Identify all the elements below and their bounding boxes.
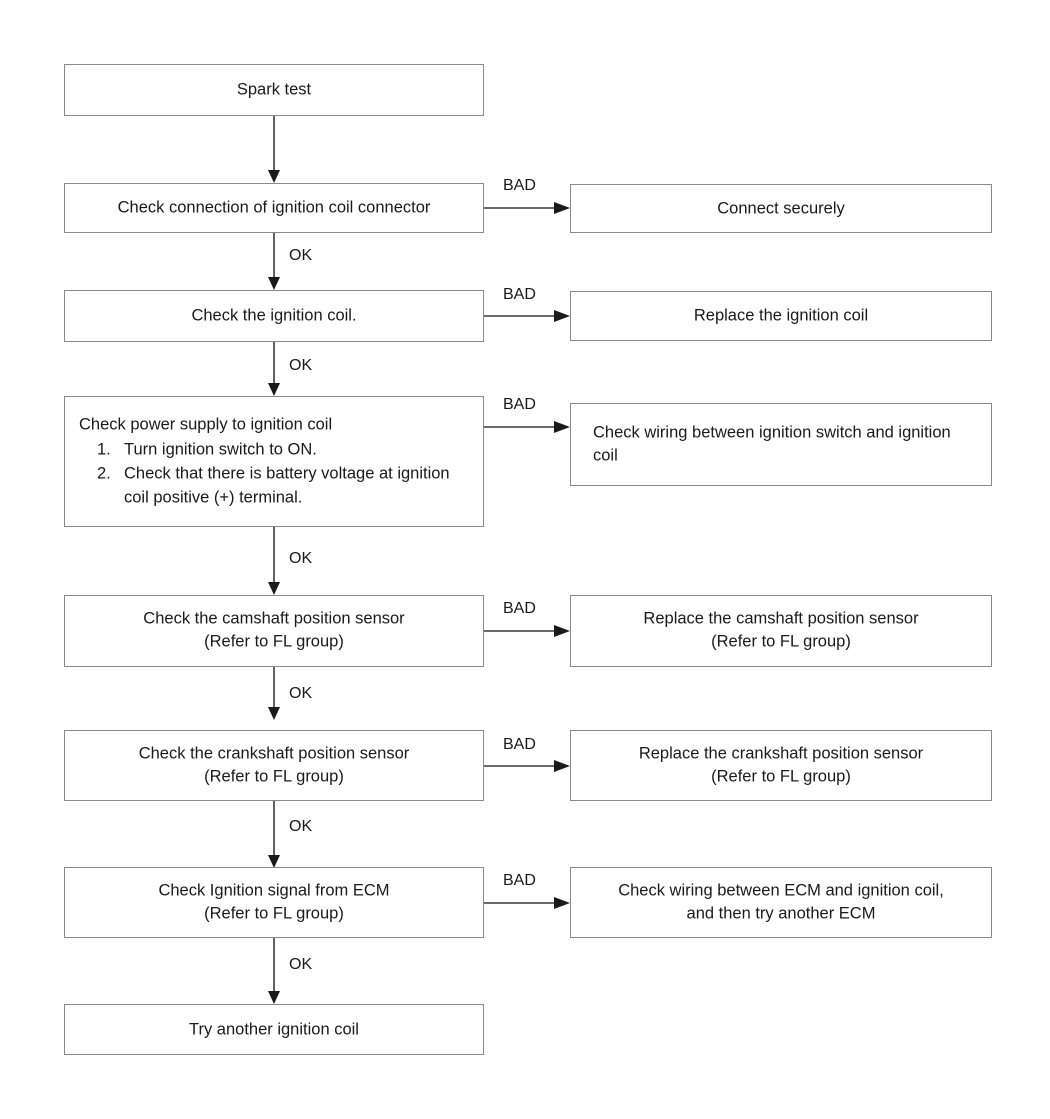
edge-label-ok-5: OK xyxy=(289,818,313,835)
node-check-connector[interactable]: Check connection of ignition coil connec… xyxy=(64,183,484,233)
node-check-wiring-ecm-label-line1: Check wiring between ECM and ignition co… xyxy=(618,881,944,900)
arrowhead-down-4 xyxy=(268,582,280,595)
edge-label-ok-1: OK xyxy=(289,247,313,264)
arrowhead-down-2 xyxy=(268,277,280,290)
node-check-crankshaft-sensor-label-line2: (Refer to FL group) xyxy=(204,767,344,786)
node-spark-test-label: Spark test xyxy=(236,80,312,99)
node-replace-camshaft-sensor-label-line1: Replace the camshaft position sensor xyxy=(643,609,919,628)
arrowhead-down-5 xyxy=(268,707,280,720)
node-replace-ignition-coil[interactable]: Replace the ignition coil xyxy=(570,291,992,341)
list-item-1-number: 1. xyxy=(97,440,111,459)
node-check-wiring-ecm-label-line2: and then try another ECM xyxy=(686,904,876,923)
node-connect-securely-label: Connect securely xyxy=(717,198,845,217)
node-check-power-supply-list: 1. Turn ignition switch to ON. 2. Check … xyxy=(79,439,469,510)
node-check-wiring-ecm[interactable]: Check wiring between ECM and ignition co… xyxy=(570,867,992,938)
list-item-1: 1. Turn ignition switch to ON. xyxy=(97,439,469,462)
node-replace-camshaft-sensor-label-line2: (Refer to FL group) xyxy=(711,633,851,651)
node-check-ignition-signal[interactable]: Check Ignition signal from ECM (Refer to… xyxy=(64,867,484,938)
edge-label-bad-3: BAD xyxy=(503,396,536,413)
node-check-coil-label: Check the ignition coil. xyxy=(191,306,357,325)
arrowhead-right-3 xyxy=(554,421,570,433)
list-item-2: 2. Check that there is battery voltage a… xyxy=(97,463,469,510)
arrowhead-right-5 xyxy=(554,760,570,772)
edge-label-bad-4: BAD xyxy=(503,600,536,617)
node-try-another-coil-label: Try another ignition coil xyxy=(189,1019,359,1038)
edge-label-bad-6: BAD xyxy=(503,872,536,889)
arrowhead-down-1 xyxy=(268,170,280,183)
edge-label-ok-2: OK xyxy=(289,357,313,374)
list-item-2-text: Check that there is battery voltage at i… xyxy=(124,465,450,507)
node-check-power-supply-label: Check power supply to ignition coil xyxy=(79,415,333,434)
list-item-1-text: Turn ignition switch to ON. xyxy=(124,440,317,459)
arrowhead-right-1 xyxy=(554,202,570,214)
node-check-camshaft-sensor[interactable]: Check the camshaft position sensor (Refe… xyxy=(64,595,484,667)
node-check-power-supply[interactable]: Check power supply to ignition coil 1. T… xyxy=(64,396,484,527)
edge-label-bad-2: BAD xyxy=(503,286,536,303)
node-check-wiring-ignition-switch-label: Check wiring between ignition switch and… xyxy=(593,423,951,465)
arrowhead-right-4 xyxy=(554,625,570,637)
node-check-camshaft-sensor-label-line1: Check the camshaft position sensor xyxy=(143,609,405,628)
node-replace-ignition-coil-label: Replace the ignition coil xyxy=(693,306,869,325)
node-replace-crankshaft-sensor-label-line1: Replace the crankshaft position sensor xyxy=(638,744,924,763)
node-check-connector-label: Check connection of ignition coil connec… xyxy=(117,198,431,217)
node-check-camshaft-sensor-label-line2: (Refer to FL group) xyxy=(204,633,344,651)
edge-label-ok-6: OK xyxy=(289,956,313,973)
arrowhead-right-2 xyxy=(554,310,570,322)
node-spark-test[interactable]: Spark test xyxy=(64,64,484,116)
arrowhead-right-6 xyxy=(554,897,570,909)
edge-label-bad-5: BAD xyxy=(503,736,536,753)
node-check-crankshaft-sensor-label-line1: Check the crankshaft position sensor xyxy=(138,744,410,763)
node-check-crankshaft-sensor[interactable]: Check the crankshaft position sensor (Re… xyxy=(64,730,484,801)
node-connect-securely[interactable]: Connect securely xyxy=(570,184,992,233)
node-replace-crankshaft-sensor[interactable]: Replace the crankshaft position sensor (… xyxy=(570,730,992,801)
arrowhead-down-7 xyxy=(268,991,280,1004)
node-replace-crankshaft-sensor-label-line2: (Refer to FL group) xyxy=(711,767,851,786)
list-item-2-number: 2. xyxy=(97,465,111,483)
node-replace-camshaft-sensor[interactable]: Replace the camshaft position sensor (Re… xyxy=(570,595,992,667)
node-check-wiring-ignition-switch[interactable]: Check wiring between ignition switch and… xyxy=(570,403,992,486)
node-try-another-coil[interactable]: Try another ignition coil xyxy=(64,1004,484,1055)
node-check-ignition-signal-label-line2: (Refer to FL group) xyxy=(204,904,344,923)
edge-label-ok-4: OK xyxy=(289,685,313,702)
node-check-coil[interactable]: Check the ignition coil. xyxy=(64,290,484,342)
node-check-ignition-signal-label-line1: Check Ignition signal from ECM xyxy=(158,881,390,900)
edge-label-ok-3: OK xyxy=(289,550,313,567)
arrowhead-down-3 xyxy=(268,383,280,396)
edge-label-bad-1: BAD xyxy=(503,177,536,194)
